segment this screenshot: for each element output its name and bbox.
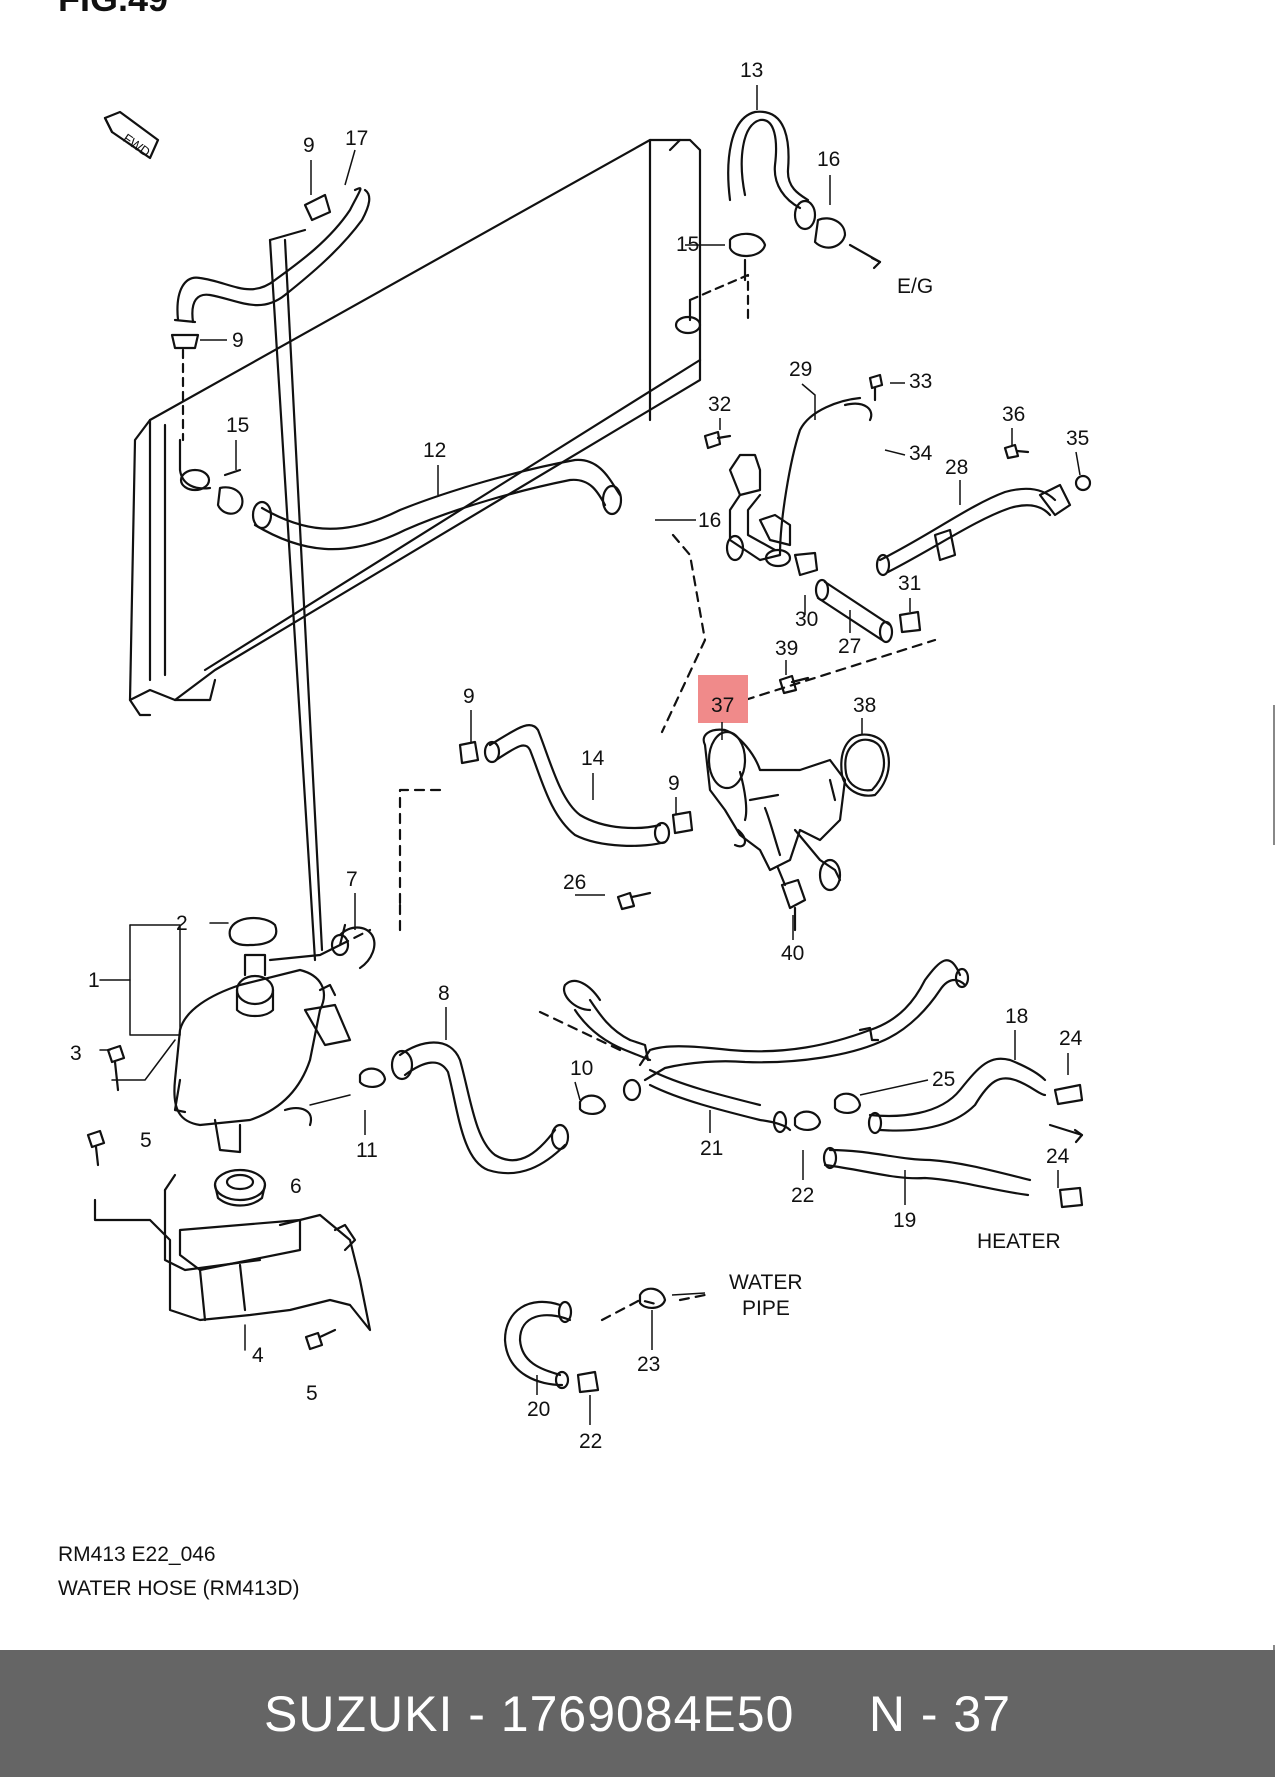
callout-8: 8 [438,982,450,1005]
bolts [86,373,1030,1351]
fwd-arrow-icon: FWD [103,110,160,160]
callout-15b: 15 [226,414,249,437]
callout-37: 37 [711,694,734,717]
callout-38: 38 [853,694,876,717]
figure-label: FIG.49 [58,0,168,20]
callout-24b: 24 [1046,1145,1070,1168]
callout-labels: 1 2 3 4 5 5 6 7 8 9 9 9 9 10 11 12 13 14… [70,59,1089,1453]
callout-31: 31 [898,572,921,595]
annotation-labels: E/G WATER PIPE HEATER [729,275,1061,1320]
callout-leaders [200,85,1081,1425]
callout-20: 20 [527,1398,550,1421]
reservoir-line [181,228,324,962]
callout-9d: 9 [668,772,680,795]
radiator [128,138,702,717]
callout-12: 12 [423,439,446,462]
hose-7 [330,926,376,970]
callout-3: 3 [70,1042,82,1065]
heater-hoses [822,1057,1084,1209]
callout-13: 13 [740,59,763,82]
pipe-28 [875,474,1092,577]
callout-28: 28 [945,456,968,479]
hose-8 [390,1041,570,1175]
engine-label: E/G [897,275,933,298]
right-edge-mark-2 [1273,1645,1275,1653]
reservoir-1 [173,917,352,1154]
callout-9c: 9 [463,685,475,708]
hose-20 [503,1287,667,1394]
callout-22a: 22 [791,1184,814,1207]
gasket-38 [840,733,890,797]
callout-18: 18 [1005,1005,1028,1028]
part-number-text: SUZUKI - 1769084E50 N - 37 [263,1685,1012,1742]
callout-6: 6 [290,1175,302,1198]
callout-10: 10 [570,1057,593,1080]
water-pipe-label-2: PIPE [742,1297,790,1320]
dashed-connectors [338,533,937,1322]
water-pipe-label-1: WATER [729,1271,803,1294]
diagram-code: RM413 E22_046 [58,1543,216,1566]
clamps [358,1067,862,1131]
callout-29: 29 [789,358,812,381]
callout-39: 39 [775,637,798,660]
overflow-hose-17 [170,187,371,350]
leader-lines [99,922,351,1351]
callout-34: 34 [909,442,933,465]
sensor-40 [776,866,807,932]
callout-17: 17 [345,127,368,150]
callout-16a: 16 [817,148,840,171]
callout-24a: 24 [1059,1027,1083,1050]
callout-25: 25 [932,1068,955,1091]
callout-22b: 22 [579,1430,602,1453]
bracket-4 [93,1168,372,1332]
water-pipe-21 [562,959,970,1134]
heater-label: HEATER [977,1230,1061,1253]
right-edge-mark-1 [1273,705,1275,845]
callout-5a: 5 [140,1129,152,1152]
callout-21: 21 [700,1137,723,1160]
hose-13 [727,110,882,282]
hose-14 [458,724,694,847]
diagram-title: WATER HOSE (RM413D) [58,1577,300,1600]
callout-36: 36 [1002,403,1025,426]
footer-bar: SUZUKI - 1769084E50 N - 37 [0,1650,1275,1777]
callout-9b: 9 [232,329,244,352]
callout-1: 1 [88,969,100,992]
callout-4: 4 [252,1344,264,1367]
callout-7: 7 [346,868,358,891]
radiator-outlet [178,438,244,515]
callout-5b: 5 [306,1382,318,1405]
callout-27: 27 [838,635,861,658]
callout-2: 2 [176,912,188,935]
radiator-hose-12 [251,458,623,551]
callout-35: 35 [1066,427,1089,450]
callout-16b: 16 [698,509,721,532]
callout-30: 30 [795,608,818,631]
callout-14: 14 [581,747,605,770]
callout-9a: 9 [303,134,315,157]
pipe-29 [725,396,873,568]
callout-11: 11 [356,1139,378,1162]
callout-33: 33 [909,370,932,393]
callout-23: 23 [637,1353,660,1376]
thermostat-housing-37 [702,728,847,892]
highlight-box-37 [698,675,748,723]
callout-32: 32 [708,393,731,416]
parts-diagram: FWD [70,59,1092,1453]
callout-40: 40 [781,942,804,965]
callout-19: 19 [893,1209,916,1232]
callout-26: 26 [563,871,586,894]
